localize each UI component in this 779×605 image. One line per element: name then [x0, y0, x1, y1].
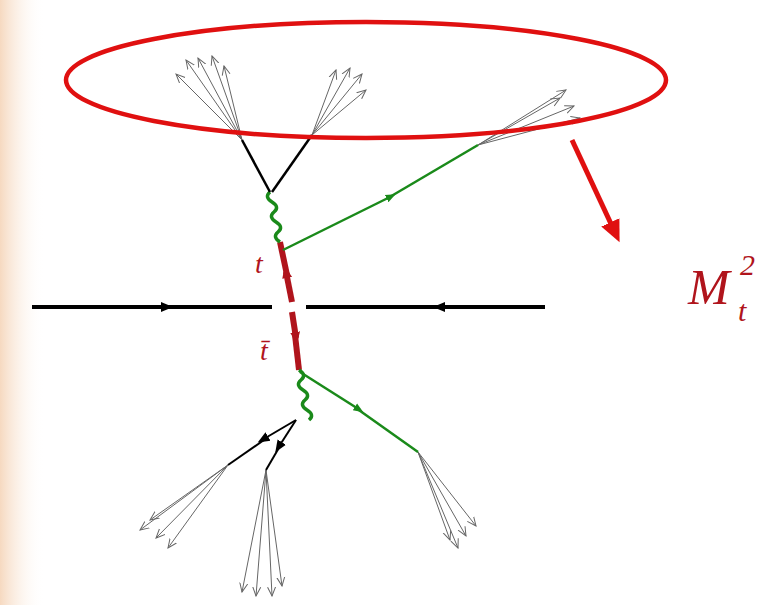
mass-superscript: 2 — [740, 250, 755, 280]
mass-subscript: t — [738, 296, 746, 326]
antitop-label: t̄ — [260, 337, 268, 365]
top-label: t — [255, 250, 263, 278]
mass-symbol: M — [688, 262, 730, 312]
